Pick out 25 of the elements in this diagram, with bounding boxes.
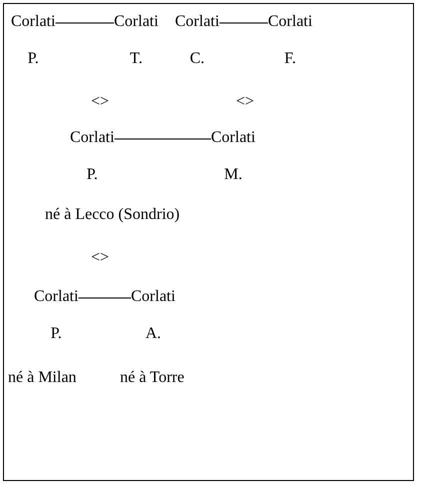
- descent-mark: <>: [91, 248, 110, 268]
- surname-text: Corlati: [11, 12, 56, 32]
- surname-text: Corlati: [268, 12, 312, 32]
- marriage-line: [218, 22, 268, 24]
- marriage-line: [54, 22, 114, 24]
- birthplace-note: né à Torre: [120, 368, 184, 388]
- birthplace-note: né à Milan: [8, 368, 76, 388]
- initial-text: P.: [26, 49, 40, 69]
- surname-text: Corlati: [175, 12, 220, 32]
- initial-text: C.: [188, 49, 206, 69]
- descent-mark: <>: [236, 92, 254, 112]
- surname-text: Corlati: [131, 287, 176, 307]
- surname-text: Corlati: [211, 128, 256, 148]
- initial-text: F.: [283, 49, 298, 69]
- initial-text: M.: [223, 165, 244, 185]
- marriage-line: [114, 138, 212, 140]
- surname-text: Corlati: [70, 128, 114, 148]
- surname-text: Corlati: [114, 12, 158, 32]
- initial-text: P.: [50, 324, 63, 344]
- birthplace-note: né à Lecco (Sondrio): [45, 205, 180, 225]
- initial-text: A.: [144, 324, 162, 344]
- initial-text: P.: [86, 165, 99, 185]
- initial-text: T.: [128, 49, 144, 69]
- surname-text: Corlati: [34, 287, 78, 307]
- descent-mark: <>: [91, 92, 110, 112]
